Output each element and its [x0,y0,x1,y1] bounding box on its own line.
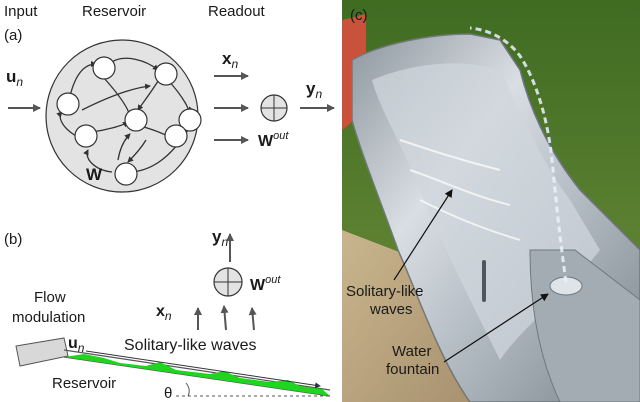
flow-direction-arrow [85,350,321,389]
reservoir-node [154,62,178,86]
wave-fronts [399,139,521,241]
header-readout: Readout [208,3,266,20]
panel-a: Input Reservoir Readout (a) un [4,3,335,193]
panel-c-photo: (c) Solitary-like waves Water fountain [342,0,640,402]
reservoir-node [74,124,98,148]
waves-label-c-line2: waves [369,301,413,318]
flow-label-line2: modulation [12,309,85,326]
solitary-waves [64,354,330,396]
waves-label-b: Solitary-like waves [124,337,256,354]
fountain-label-c-line1: Water [392,343,431,360]
waves-pointer [393,189,453,281]
state-symbol-b: xn [156,303,172,323]
panel-b-letter: (b) [4,231,22,248]
output-weights-label: Wout [258,130,289,150]
reservoir-node [92,56,116,80]
ground-soil [342,230,470,402]
readout-sum-node [260,94,288,122]
fountain-label-c-line2: fountain [386,361,439,378]
state-arrow-b3 [248,307,257,331]
reservoir-node [124,108,148,132]
weights-label: W [86,165,103,184]
input-symbol: un [6,67,23,89]
reservoir-node [56,92,80,116]
water-jet [469,26,568,283]
reservoir-node [114,162,138,186]
output-weights-label-b: Wout [250,274,281,294]
output-symbol: yn [306,79,322,101]
panel-c-letter: (c) [350,7,368,24]
fountain-pointer [443,293,549,363]
flow-label-line1: Flow [34,289,66,306]
reservoir-nodes [56,56,202,186]
angle-arc [185,382,190,397]
state-symbol: xn [222,49,238,71]
waves-label-c-line1: Solitary-like [346,283,424,300]
input-symbol-b: un [68,335,85,355]
reservoir-node [178,108,202,132]
header-input: Input [4,3,38,20]
panel-b: (b) yn Wout xn Flow modulation un Solita… [4,227,331,402]
reservoir-label-b: Reservoir [52,375,116,392]
flow-inlet [15,337,69,367]
output-symbol-b: yn [212,227,228,249]
angle-symbol: θ [164,385,172,402]
reservoir-node [164,124,188,148]
readout-sum-node-b [213,267,243,297]
header-reservoir: Reservoir [82,3,146,20]
panel-a-letter: (a) [4,27,22,44]
state-arrow-b2 [220,305,229,331]
